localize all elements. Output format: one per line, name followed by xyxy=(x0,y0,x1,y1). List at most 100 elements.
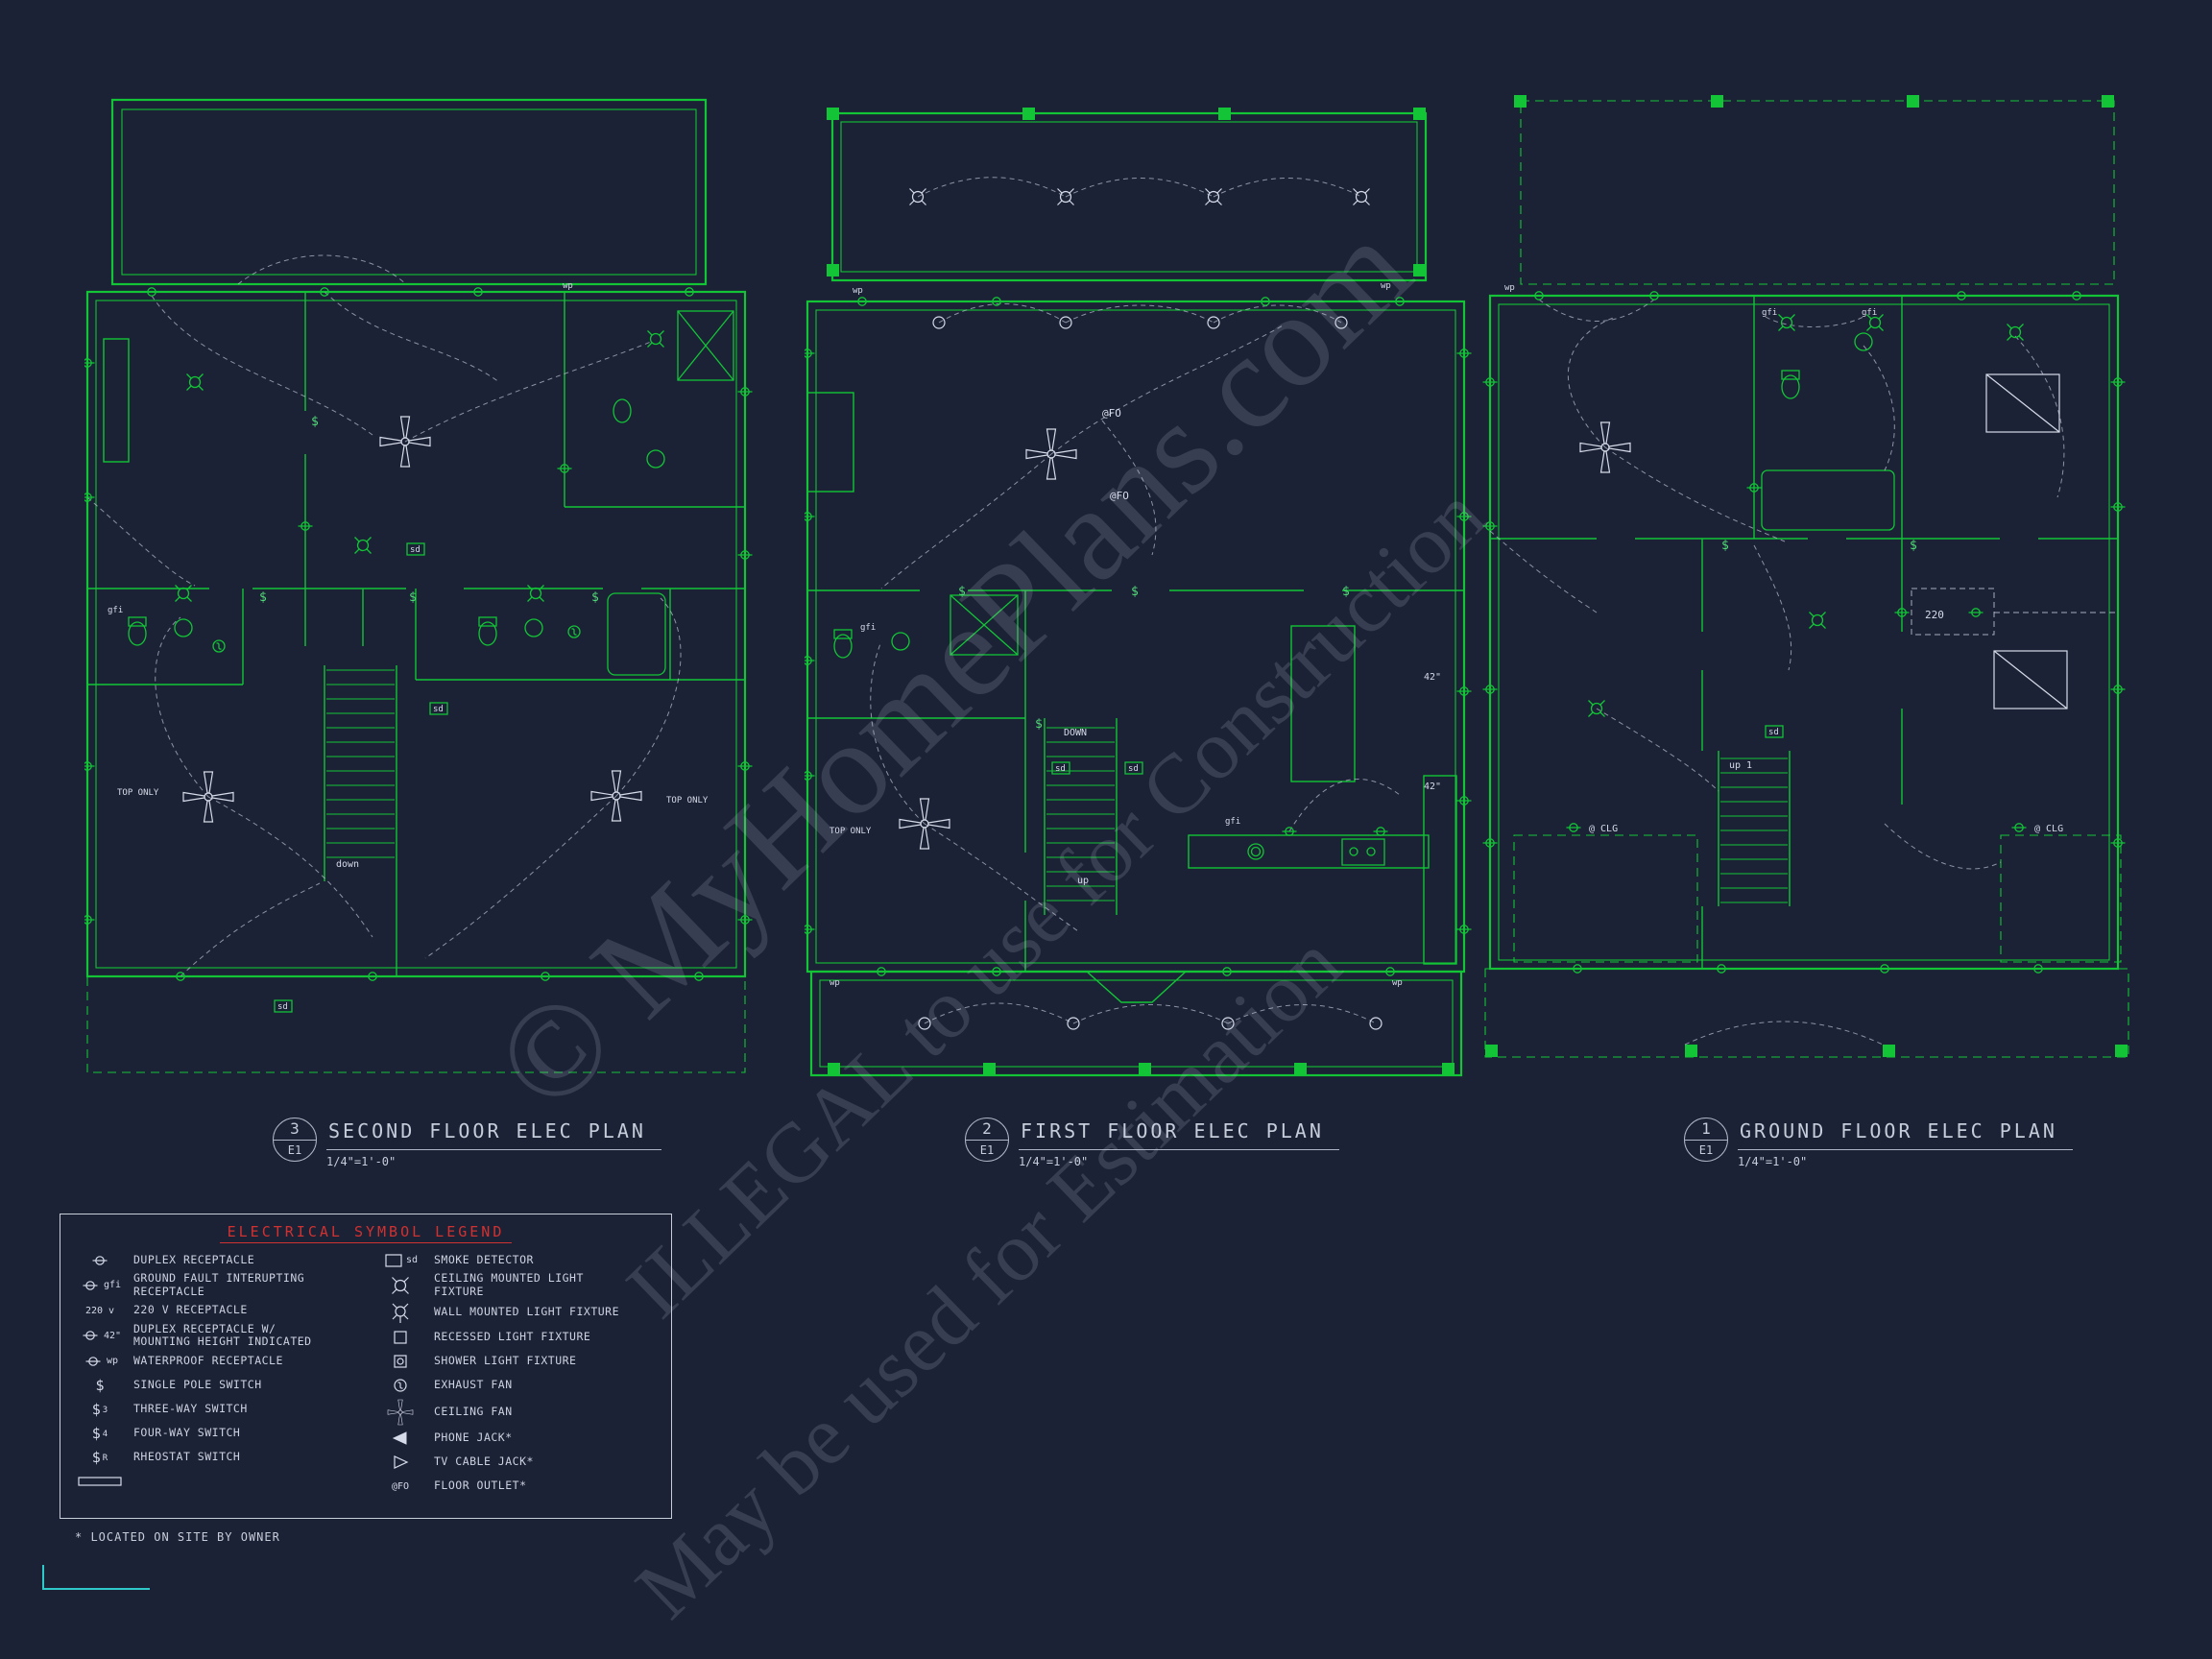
wall-light-icon xyxy=(392,1302,409,1324)
tv-cable-jack-icon xyxy=(394,1455,408,1469)
rheostat-switch-icon: $ xyxy=(91,1448,101,1466)
electrical-symbol-legend: ELECTRICAL SYMBOL LEGEND DUPLEX RECEPTAC… xyxy=(60,1214,672,1519)
legend-row: CEILING FAN xyxy=(373,1398,660,1427)
switch-symbols: $$ xyxy=(1721,539,1917,553)
legend-label: RECESSED LIGHT FIXTURE xyxy=(434,1330,591,1344)
plan-number: 3 xyxy=(274,1118,316,1141)
gfi-label: gfi xyxy=(860,623,876,633)
plan-scale: 1/4"=1'-0" xyxy=(326,1155,397,1168)
labels-layer: TOP ONLY TOP ONLY down gfi wp xyxy=(108,281,709,870)
sd-label: sd xyxy=(1128,764,1139,774)
clg-label: @ CLG xyxy=(2034,824,2063,834)
wp-label: wp xyxy=(853,286,863,296)
ceiling-light-symbols xyxy=(1587,313,2025,718)
legend-label: THREE-WAY SWITCH xyxy=(133,1401,248,1415)
svg-text:$: $ xyxy=(1131,585,1139,599)
sd-label: sd xyxy=(410,545,421,555)
recessed-light-icon xyxy=(394,1331,407,1344)
porch-posts-bottom xyxy=(828,1063,1455,1075)
sd-label: sd xyxy=(1055,764,1066,774)
sd-label: sd xyxy=(277,1002,288,1012)
floor-outlet-label: @FO xyxy=(1102,407,1121,420)
legend-row: DUPLEX RECEPTACLE xyxy=(72,1248,359,1272)
plan-scale: 1/4"=1'-0" xyxy=(1738,1155,1808,1168)
legend-label: SHOWER LIGHT FIXTURE xyxy=(434,1354,577,1368)
plan-title-text: GROUND FLOOR ELEC PLAN xyxy=(1738,1119,2073,1150)
legend-label: CEILING FAN xyxy=(434,1404,513,1418)
legend-footnote: * LOCATED ON SITE BY OWNER xyxy=(75,1530,280,1544)
smoke-detector-icon xyxy=(385,1253,402,1267)
four-way-switch-icon: $ xyxy=(91,1424,101,1442)
receptacle-symbols xyxy=(805,297,1473,976)
switch-subscript: 3 xyxy=(102,1405,108,1415)
legend-symbol-tag: 42" xyxy=(103,1330,122,1341)
legend-row: wp WATERPROOF RECEPTACLE xyxy=(72,1349,359,1373)
waterproof-receptacle-icon xyxy=(84,1356,102,1366)
legend-label: CEILING MOUNTED LIGHT FIXTURE xyxy=(434,1271,584,1298)
svg-text:$: $ xyxy=(1721,539,1729,553)
legend-symbol-tag: sd xyxy=(405,1255,419,1265)
svg-text:$: $ xyxy=(409,590,417,605)
three-way-switch-icon: $ xyxy=(91,1400,101,1418)
labels-layer: gfi gfi 220 up 1 @ CLG @ CLG wp xyxy=(1504,283,2063,834)
legend-label: WATERPROOF RECEPTACLE xyxy=(133,1353,283,1367)
up-label: up xyxy=(1077,876,1089,886)
second-floor-plan-drawing: sd sd sd $$ $$ TOP ONLY TOP ONLY down gf… xyxy=(84,98,754,1073)
switch-symbols: $$ $$ xyxy=(958,585,1350,732)
plan-title-second-floor: 3 E1 SECOND FLOOR ELEC PLAN 1/4"=1'-0" xyxy=(273,1118,661,1168)
legend-right-column: sd SMOKE DETECTOR CEILING MOUNTED LIGHT … xyxy=(373,1248,660,1499)
porch-light-symbols xyxy=(908,187,1371,206)
svg-text:$: $ xyxy=(1342,585,1350,599)
switch-symbols: $$ $$ xyxy=(259,415,599,605)
floor-outlet-label: @FO xyxy=(1110,490,1129,502)
receptacle-symbols xyxy=(84,287,754,981)
legend-row: $4 FOUR-WAY SWITCH xyxy=(72,1421,359,1445)
legend-symbol-tag: wp xyxy=(106,1356,119,1367)
svg-text:$: $ xyxy=(958,585,966,599)
gfi-receptacle-icon xyxy=(82,1280,99,1290)
up1-label: up 1 xyxy=(1729,760,1752,771)
height-receptacle-icon xyxy=(82,1331,99,1341)
duplex-receptacle-icon xyxy=(91,1255,108,1265)
wp-label: wp xyxy=(563,281,573,291)
legend-label: GROUND FAULT INTERUPTING RECEPTACLE xyxy=(133,1271,305,1298)
legend-row: 42" DUPLEX RECEPTACLE W/ MOUNTING HEIGHT… xyxy=(72,1322,359,1350)
legend-label: WALL MOUNTED LIGHT FIXTURE xyxy=(434,1304,620,1318)
porch-posts-bottom xyxy=(1485,1045,2128,1057)
sheet-border-mark xyxy=(42,1565,150,1590)
plan-title-text: FIRST FLOOR ELEC PLAN xyxy=(1019,1119,1339,1150)
smoke-detector-symbols: sd xyxy=(1765,725,1784,738)
legend-label: FLOOR OUTLET* xyxy=(434,1479,527,1493)
220v-receptacle-icon: 220 v xyxy=(84,1305,115,1316)
legend-row: SHOWER LIGHT FIXTURE xyxy=(373,1350,660,1374)
wp-label: wp xyxy=(1392,978,1403,988)
clg-label: @ CLG xyxy=(1589,824,1618,834)
plan-sheet: E1 xyxy=(979,1143,995,1158)
height-42-label: 42" xyxy=(1424,781,1441,792)
plan-number: 2 xyxy=(966,1118,1008,1141)
sd-label: sd xyxy=(433,705,444,714)
ceiling-fan-icon xyxy=(387,1399,414,1425)
wiring-layer xyxy=(86,254,682,977)
top-only-label: TOP ONLY xyxy=(117,788,159,798)
legend-row: $R RHEOSTAT SWITCH xyxy=(72,1445,359,1469)
wiring-layer xyxy=(1489,299,2065,1046)
legend-row: $3 THREE-WAY SWITCH xyxy=(72,1397,359,1421)
single-pole-switch-icon: $ xyxy=(95,1376,105,1394)
legend-row: PHONE JACK* xyxy=(373,1427,660,1451)
plan-scale: 1/4"=1'-0" xyxy=(1019,1155,1089,1168)
legend-row: $ SINGLE POLE SWITCH xyxy=(72,1373,359,1397)
top-only-label: TOP ONLY xyxy=(666,796,709,805)
plan-sheet: E1 xyxy=(1698,1143,1714,1158)
legend-row xyxy=(72,1469,359,1493)
ground-floor-plan-drawing: sd $$ gfi gfi 220 up 1 @ CLG @ CLG wp xyxy=(1481,95,2129,1058)
svg-text:$: $ xyxy=(1910,539,1917,553)
exhaust-fan-icon xyxy=(394,1379,407,1392)
legend-row: WALL MOUNTED LIGHT FIXTURE xyxy=(373,1299,660,1326)
ceiling-fan-symbols xyxy=(182,416,642,823)
walls-layer xyxy=(1484,95,2129,1058)
legend-row: 220 v 220 V RECEPTACLE xyxy=(72,1299,359,1323)
legend-row: sd SMOKE DETECTOR xyxy=(373,1248,660,1272)
smoke-detector-symbols: sd sd sd xyxy=(274,542,448,1013)
